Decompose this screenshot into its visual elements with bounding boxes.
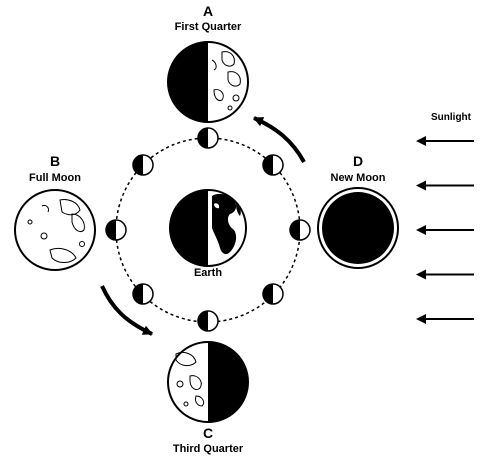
sunlight-arrow-head (416, 180, 426, 191)
earth-label: Earth (194, 267, 222, 279)
moon-d-letter: D (353, 153, 363, 169)
moon-c-phase-label: Third Quarter (173, 443, 244, 455)
orbit-moon-right (289, 219, 311, 241)
sunlight-arrow-head (416, 269, 426, 280)
earth (169, 189, 247, 267)
orbit-moon-bottom (197, 310, 219, 332)
moon-c-letter: C (203, 425, 213, 441)
moon-a-letter: A (203, 3, 213, 19)
orbit-moon-top (197, 127, 219, 149)
moon-a-phase-label: First Quarter (175, 21, 242, 33)
moon-b-full-moon (14, 189, 96, 271)
moon-b-letter: B (50, 153, 60, 169)
sunlight-arrow-head (416, 225, 426, 235)
sunlight-arrows (416, 136, 474, 324)
orbit-direction-arrow-bottom (100, 285, 153, 336)
sunlight-label: Sunlight (431, 112, 472, 123)
moon-a-first-quarter (167, 41, 249, 123)
moon-d-new-moon (317, 187, 399, 269)
moon-c-third-quarter (167, 341, 249, 423)
orbit-direction-arrow-top (253, 116, 306, 163)
sunlight-arrow-head (416, 314, 426, 324)
sunlight-arrow-head (416, 136, 426, 146)
orbit-moon-top-left (132, 154, 154, 176)
orbit-moon-top-right (262, 154, 284, 176)
moon-b-phase-label: Full Moon (29, 172, 81, 184)
orbit-moon-left (105, 219, 127, 241)
orbit-moon-bottom-left (132, 283, 154, 305)
orbit-moons (105, 127, 311, 332)
moon-d-phase-label: New Moon (331, 172, 386, 184)
orbit-moon-bottom-right (262, 283, 284, 305)
